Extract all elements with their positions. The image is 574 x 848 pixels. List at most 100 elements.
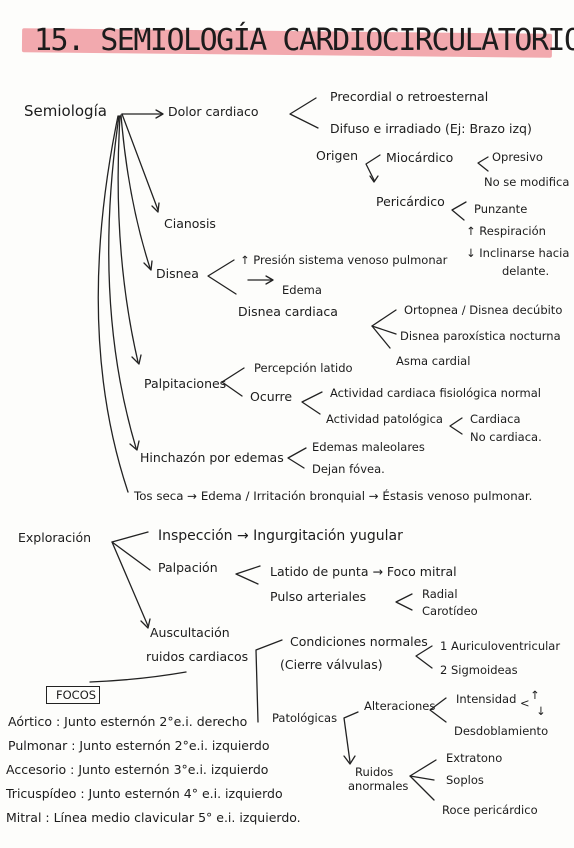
arrowhead bbox=[140, 618, 151, 629]
up-arrow-icon: ↑ bbox=[530, 688, 540, 702]
bracket-alteraciones bbox=[429, 697, 447, 723]
exploracion-label: Exploración bbox=[18, 530, 92, 545]
normales-item-auriculo: 1 Auriculoventricular bbox=[440, 639, 561, 653]
ruidos-item-soplos: Soplos bbox=[446, 773, 484, 787]
patologica-item-cardiaca: Cardiaca bbox=[470, 412, 521, 426]
bracket-hinchazon bbox=[287, 447, 307, 469]
hinchazon-item-fovea: Dejan fóvea. bbox=[312, 462, 385, 476]
arrowhead bbox=[343, 755, 356, 765]
bracket-palpacion bbox=[235, 565, 261, 585]
bracket-palpitaciones bbox=[221, 367, 245, 397]
miocardico-item-opresivo: Opresivo bbox=[492, 150, 543, 164]
focos-box bbox=[46, 686, 100, 704]
palpacion-label: Palpación bbox=[158, 560, 218, 575]
pericardico-item-delante: delante. bbox=[502, 264, 550, 278]
ruidos-item-extratono: Extratono bbox=[446, 751, 503, 765]
hinchazon-label: Hinchazón por edemas bbox=[140, 450, 284, 465]
arrowhead bbox=[265, 275, 274, 285]
pulsos-label: Pulso arteriales bbox=[270, 589, 367, 604]
foco-accesorio: Accesorio : Junto esternón 3°e.i. izquie… bbox=[6, 762, 269, 777]
normales-cierre: (Cierre válvulas) bbox=[280, 657, 383, 672]
arrow-semiologia-cianosis bbox=[121, 113, 159, 211]
disnea-cardiaca-paroxistica: Disnea paroxística nocturna bbox=[400, 329, 561, 343]
pericardico-item-respiracion: ↑ Respiración bbox=[466, 224, 546, 238]
arrowhead bbox=[369, 175, 379, 183]
arrowhead bbox=[155, 109, 164, 119]
pulsos-item-carotideo: Carotídeo bbox=[422, 604, 478, 618]
disnea-label: Disnea bbox=[156, 266, 199, 281]
arrow-auscultacion bbox=[111, 541, 149, 627]
miocardico-item-no-modifica: No se modifica bbox=[484, 175, 570, 189]
ruidos-anormales-label: anormales bbox=[348, 779, 409, 793]
ocurre-label: Ocurre bbox=[250, 389, 293, 404]
ocurre-item-fisiologica: Actividad cardiaca fisiológica normal bbox=[330, 386, 541, 400]
arrow-semiologia-palpitaciones bbox=[117, 115, 139, 363]
bracket-exploracion bbox=[111, 531, 151, 571]
bracket-disnea bbox=[207, 259, 237, 295]
bracket-miocardico bbox=[477, 156, 489, 172]
arrowhead bbox=[131, 354, 142, 365]
pulsos-item-radial: Radial bbox=[422, 587, 458, 601]
ruidos-label: Ruidos bbox=[355, 765, 394, 779]
bracket-disnea-cardiaca bbox=[371, 309, 397, 349]
palpitaciones-percepcion: Percepción latido bbox=[254, 361, 353, 375]
foco-mitral: Mitral : Línea medio clavicular 5° e.i. … bbox=[6, 810, 301, 825]
patologicas-label: Patológicas bbox=[272, 711, 338, 725]
cianosis-label: Cianosis bbox=[164, 216, 216, 231]
bracket-patologicas bbox=[343, 711, 359, 763]
disnea-cardiaca-asma: Asma cardial bbox=[396, 354, 471, 368]
arrowhead bbox=[151, 202, 160, 213]
dolor-cardiaco-label: Dolor cardiaco bbox=[168, 104, 259, 119]
dolor-item-precordial: Precordial o retroesternal bbox=[330, 89, 489, 104]
palpacion-latido: Latido de punta → Foco mitral bbox=[270, 564, 457, 579]
disnea-cardiaca-label: Disnea cardiaca bbox=[238, 304, 338, 319]
auscultacion-label: Auscultación bbox=[150, 625, 230, 640]
focos-label: FOCOS bbox=[56, 688, 97, 702]
bracket-auscultacion-top bbox=[255, 639, 283, 723]
pericardico-label: Pericárdico bbox=[376, 194, 445, 209]
ocurre-item-patologica: Actividad patológica bbox=[326, 412, 443, 426]
arrow-focos bbox=[89, 671, 187, 683]
disnea-presion: ↑ Presión sistema venoso pulmonar bbox=[240, 253, 448, 267]
patologica-item-no-cardiaca: No cardiaca. bbox=[470, 430, 542, 444]
page-title: 15. SEMIOLOGÍA CARDIOCIRCULATORIO bbox=[34, 23, 574, 58]
bracket-pericardico bbox=[451, 201, 467, 221]
arrow-semiologia-tos bbox=[97, 115, 129, 493]
bracket-ocurre bbox=[301, 391, 323, 415]
disnea-edema: Edema bbox=[282, 283, 322, 297]
disnea-cardiaca-ortopnea: Ortopnea / Disnea decúbito bbox=[404, 303, 563, 317]
pericardico-item-inclinarse: ↓ Inclinarse hacia bbox=[466, 246, 570, 260]
arrowhead bbox=[129, 440, 140, 451]
less-than-bracket-icon: < bbox=[520, 696, 530, 710]
arrow-semiologia-disnea bbox=[120, 114, 151, 269]
bracket-pulsos bbox=[395, 593, 413, 611]
foco-aortico: Aórtico : Junto esternón 2°e.i. derecho bbox=[8, 714, 248, 729]
alteraciones-label: Alteraciones bbox=[364, 699, 436, 713]
tos-seca-line: Tos seca → Edema / Irritación bronquial … bbox=[134, 489, 533, 503]
normales-item-sigmoideas: 2 Sigmoideas bbox=[440, 663, 518, 677]
dolor-item-difuso: Difuso e irradiado (Ej: Brazo izq) bbox=[330, 121, 532, 136]
arrow-semiologia-hinchazon bbox=[108, 115, 137, 449]
bracket-dolor bbox=[289, 97, 319, 129]
arrowhead bbox=[143, 260, 153, 271]
down-arrow-icon: ↓ bbox=[536, 704, 546, 718]
pericardico-item-punzante: Punzante bbox=[474, 202, 528, 216]
palpitaciones-label: Palpitaciones bbox=[144, 376, 227, 391]
auscultacion-ruidos-label: ruidos cardiacos bbox=[146, 649, 249, 664]
origen-label: Origen bbox=[316, 148, 358, 163]
bracket-patologica bbox=[449, 417, 463, 435]
normales-label: Condiciones normales bbox=[290, 634, 428, 649]
bracket-normales bbox=[415, 645, 433, 669]
foco-tricuspideo: Tricuspídeo : Junto esternón 4° e.i. izq… bbox=[6, 786, 283, 801]
bracket-origen bbox=[365, 154, 381, 181]
alteraciones-item-desdoblamiento: Desdoblamiento bbox=[454, 724, 549, 738]
miocardico-label: Miocárdico bbox=[386, 150, 454, 165]
inspeccion-line: Inspección → Ingurgitación yugular bbox=[158, 528, 403, 544]
semiologia-label: Semiología bbox=[24, 102, 107, 120]
alteraciones-item-intensidad: Intensidad bbox=[456, 692, 517, 706]
foco-pulmonar: Pulmonar : Junto esternón 2°e.i. izquier… bbox=[8, 738, 270, 753]
hinchazon-item-maleolares: Edemas maleolares bbox=[312, 440, 425, 454]
ruidos-item-roce: Roce pericárdico bbox=[442, 803, 538, 817]
